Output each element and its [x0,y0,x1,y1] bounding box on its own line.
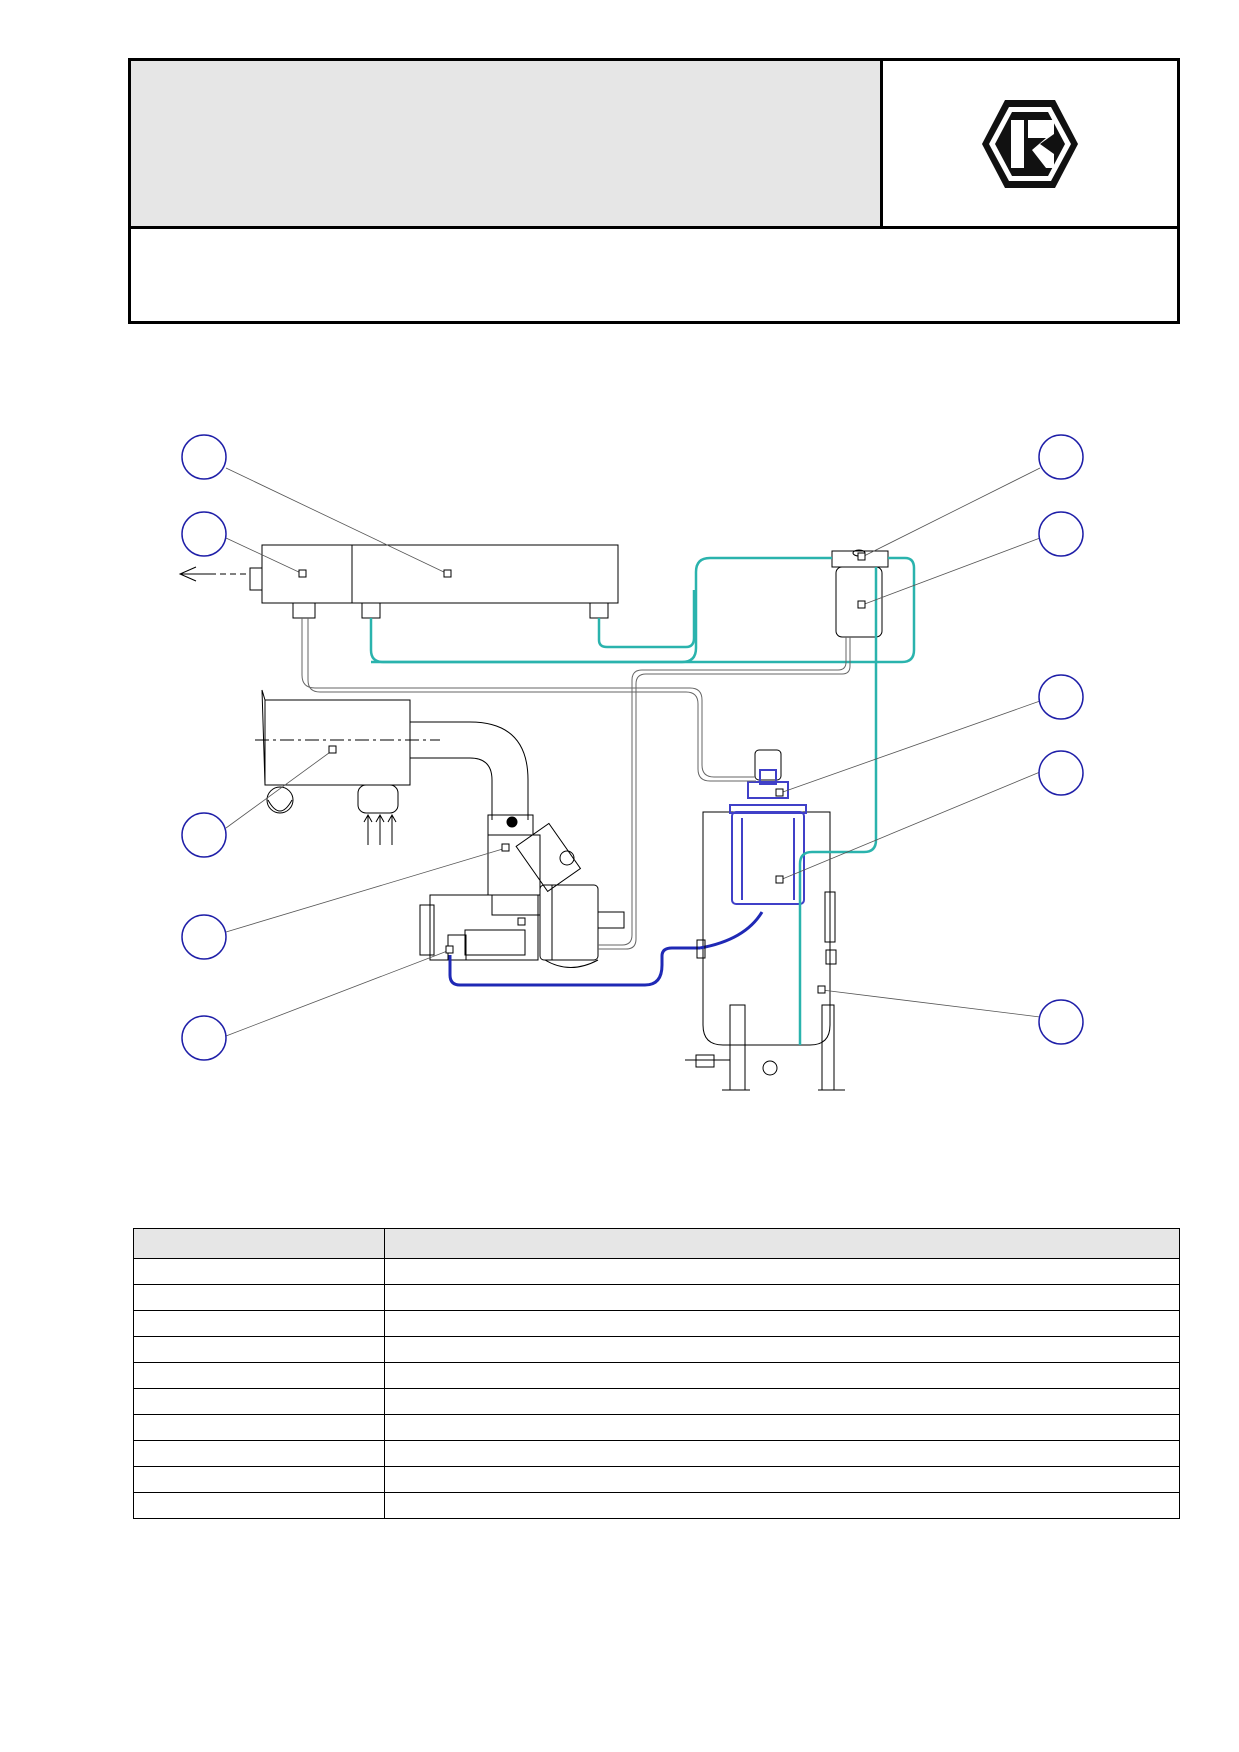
table-row [133,1440,1180,1467]
table-row [133,1310,1180,1337]
separator-element [729,769,807,905]
table-cell [133,1466,385,1493]
table-cell [384,1388,1180,1415]
callout-circle-3 [181,812,227,858]
title-block [128,58,1180,324]
callout-circle-8 [1038,674,1084,720]
cooler-assembly [249,544,619,619]
column-header-1 [133,1228,385,1259]
subtitle-cell [131,226,1177,321]
callout-circle-10 [1038,999,1084,1045]
column-header-2 [384,1228,1180,1259]
table-row [133,1388,1180,1415]
exhaust-arrow-icon [178,566,250,582]
table-cell [384,1258,1180,1285]
table-cell [384,1310,1180,1337]
table-row [133,1414,1180,1441]
parts-table-header [133,1228,1180,1259]
callout-circle-4 [181,914,227,960]
airflow-arrows-icon [363,813,397,845]
table-cell [133,1388,385,1415]
air-filter [255,689,529,820]
parts-table [133,1228,1180,1519]
callout-circle-2 [181,511,227,557]
table-row [133,1258,1180,1285]
callout-circle-1 [181,434,227,480]
logo-cell [883,61,1177,226]
table-cell [133,1414,385,1441]
callout-leaders [225,467,1041,1037]
company-logo-icon [982,99,1078,188]
compressor-assembly [419,814,625,968]
table-cell [384,1362,1180,1389]
table-cell [133,1310,385,1337]
table-cell [133,1492,385,1519]
callout-circle-6 [1038,434,1084,480]
callout-circle-5 [181,1015,227,1061]
discharge-line [448,911,764,987]
table-cell [384,1466,1180,1493]
table-cell [384,1336,1180,1363]
callout-circle-icons [181,434,1084,1061]
table-row [133,1492,1180,1519]
oil-line [369,556,916,1045]
table-cell [133,1258,385,1285]
oil-filter [831,549,889,638]
table-cell [133,1284,385,1311]
scavenge-line [301,618,851,950]
table-row [133,1362,1180,1389]
table-cell [384,1492,1180,1519]
table-cell [384,1284,1180,1311]
table-cell [133,1362,385,1389]
table-cell [133,1440,385,1467]
callout-markers [298,552,866,994]
callout-circle-9 [1038,750,1084,796]
table-cell [384,1414,1180,1441]
table-cell [384,1440,1180,1467]
callout-circle-7 [1038,511,1084,557]
table-row [133,1336,1180,1363]
title-cell [131,61,883,226]
table-cell [133,1336,385,1363]
table-row [133,1284,1180,1311]
separator-tank [685,749,845,1091]
table-row [133,1466,1180,1493]
